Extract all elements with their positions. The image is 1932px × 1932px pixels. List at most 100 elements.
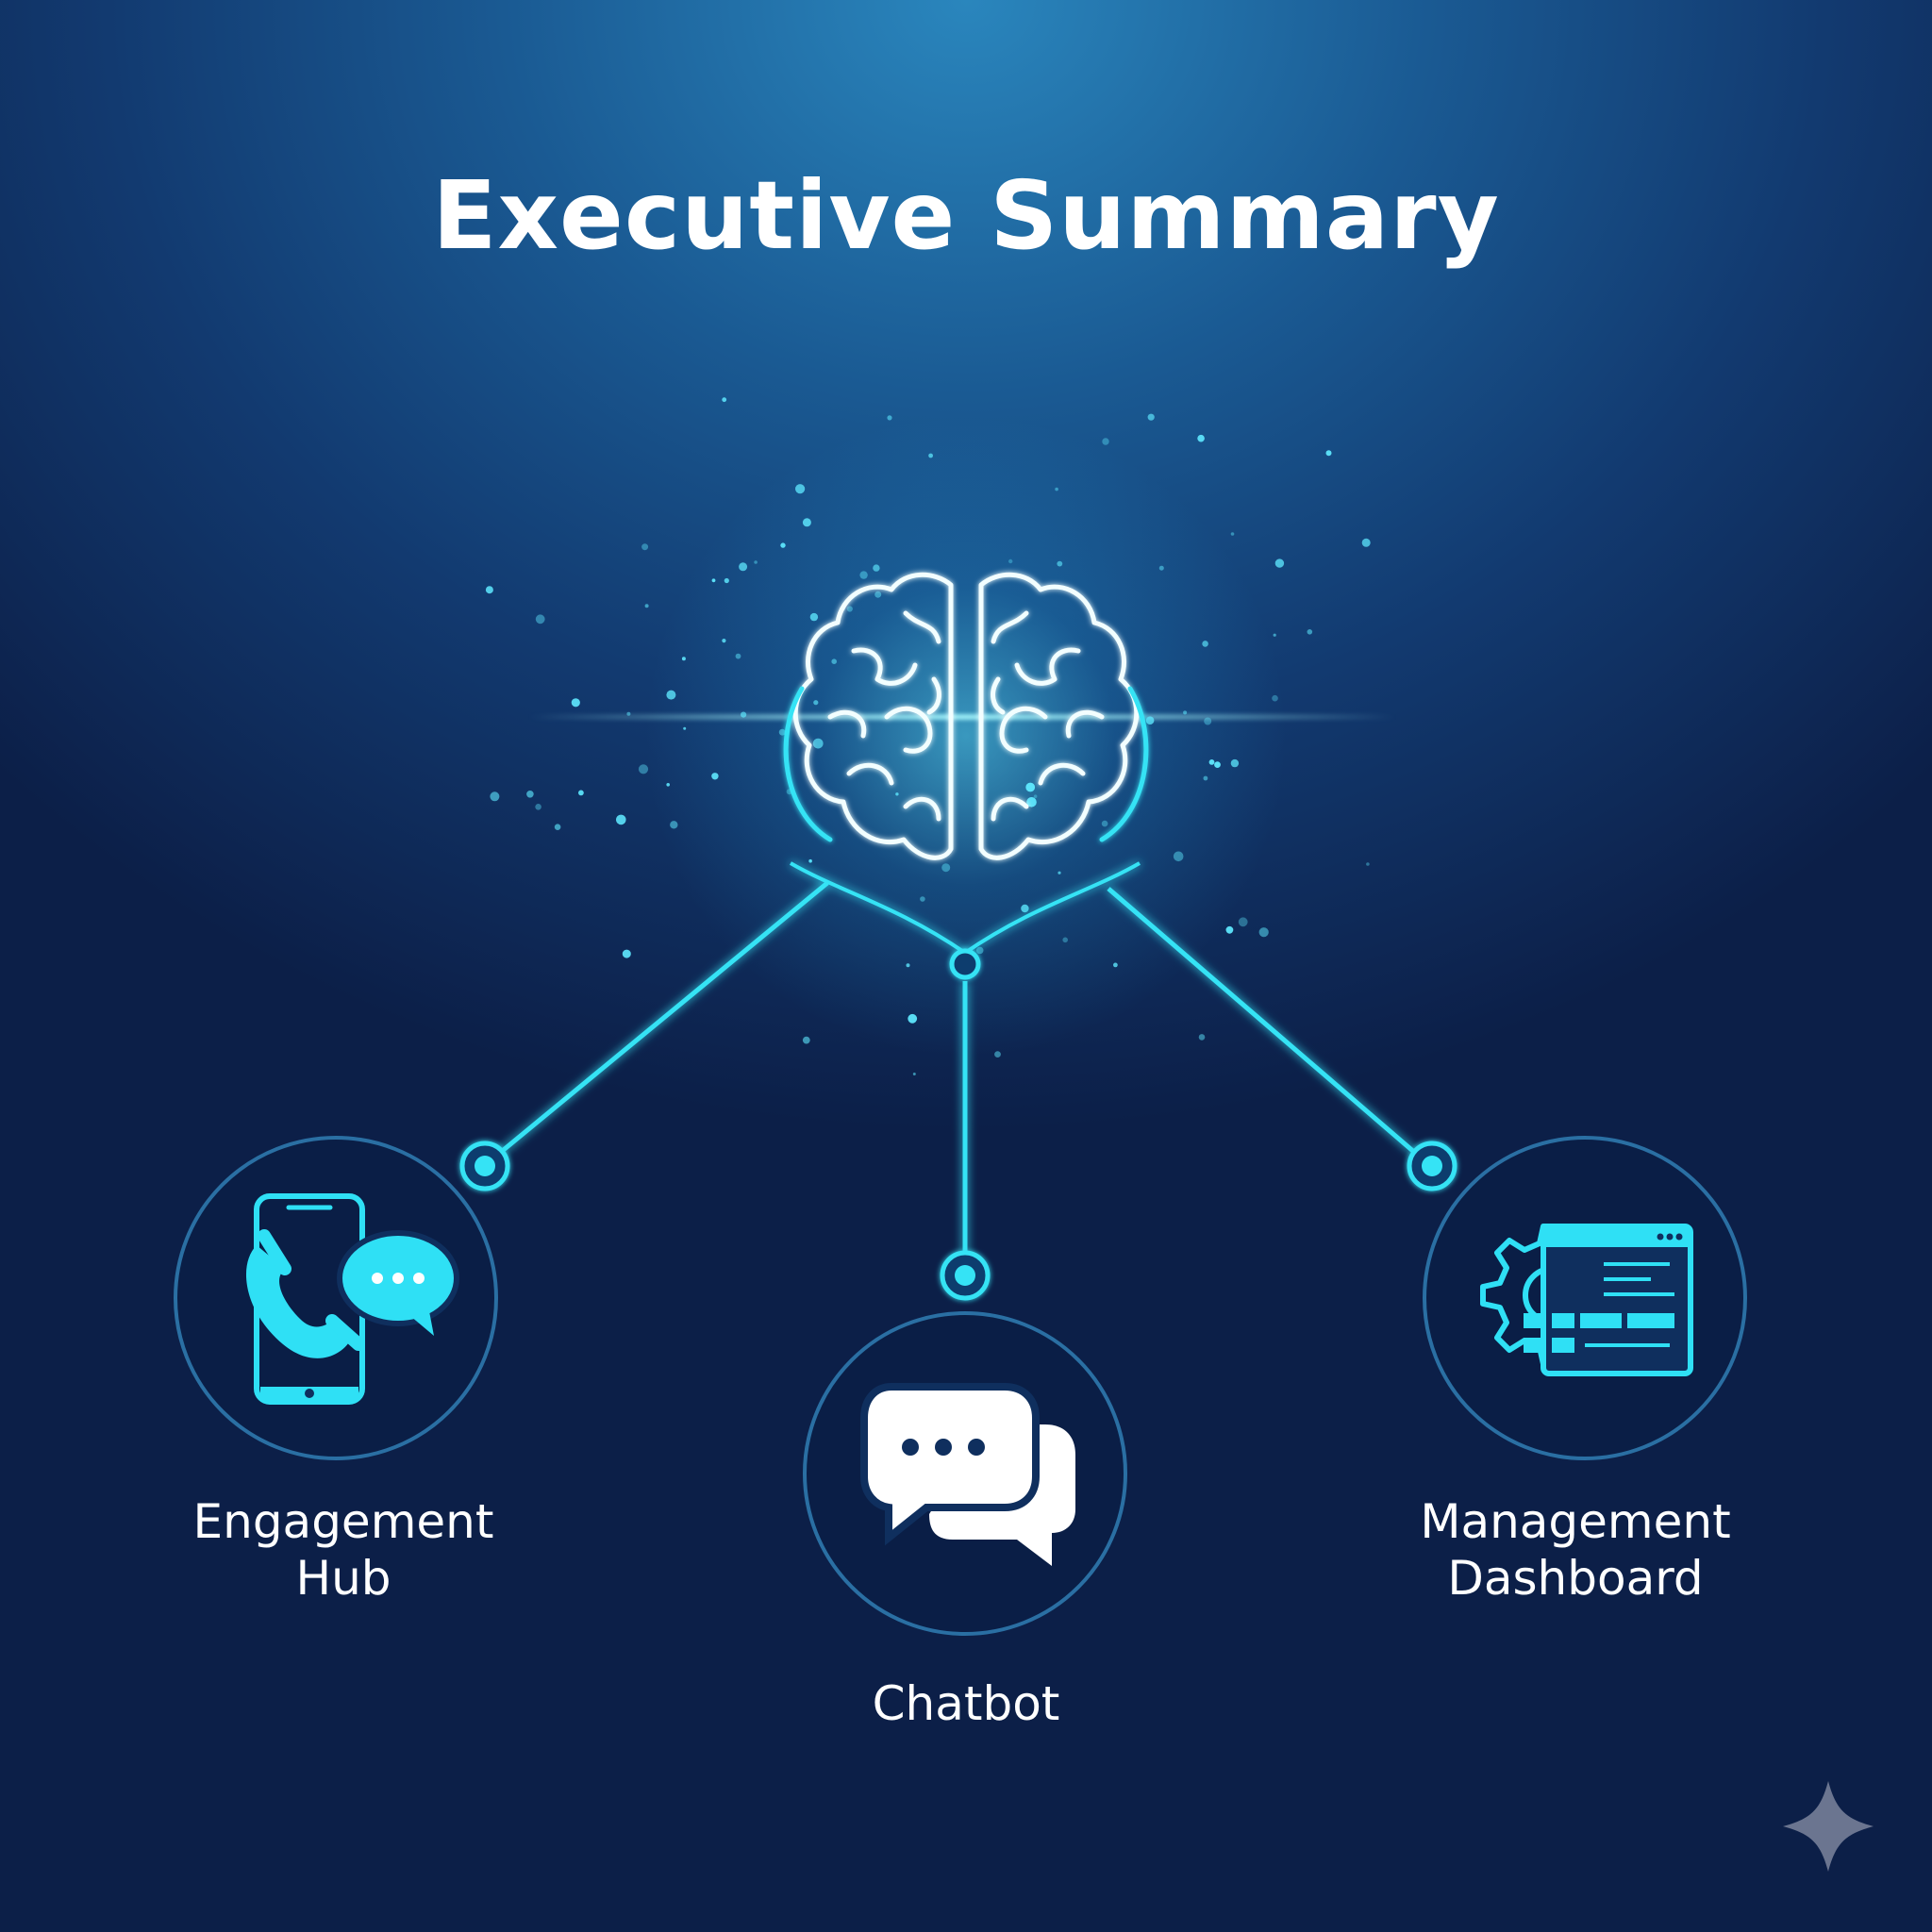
particle [831, 658, 837, 664]
particle [808, 858, 812, 863]
particle [1183, 710, 1188, 715]
particle [1101, 820, 1108, 827]
particle [754, 560, 758, 564]
sparkle-icon [1783, 1781, 1874, 1872]
particle [578, 790, 584, 796]
particle [928, 453, 933, 458]
chat-bubbles-icon [860, 1383, 1075, 1566]
particle [683, 726, 687, 730]
particle [741, 711, 747, 718]
page-title: Executive Summary [432, 160, 1500, 271]
particle [1272, 694, 1278, 702]
particle [638, 764, 649, 774]
particle [1102, 438, 1109, 445]
particle [887, 415, 892, 421]
particle [1361, 538, 1371, 547]
particle [1307, 629, 1313, 635]
gear-dashboard-icon [1480, 1224, 1693, 1376]
particle [535, 804, 541, 810]
management-dashboard-label: Management Dashboard [1420, 1494, 1731, 1606]
particle [906, 963, 910, 968]
particle [859, 571, 868, 579]
particle [778, 728, 786, 736]
particle [802, 518, 811, 527]
particle [1173, 851, 1184, 862]
light-flare [528, 714, 1396, 720]
particle [1058, 871, 1061, 874]
particle [1208, 759, 1215, 765]
chatbot-label: Chatbot [872, 1676, 1060, 1731]
particle [1008, 558, 1013, 564]
particle [846, 606, 853, 612]
particle [724, 577, 729, 584]
particle [641, 543, 649, 551]
particle [802, 1036, 810, 1044]
particle [485, 586, 493, 594]
particle [1021, 904, 1029, 913]
particle [571, 698, 580, 708]
particle [1366, 862, 1370, 866]
particle [1325, 450, 1332, 457]
phone-chat-icon [245, 1193, 459, 1405]
particle [795, 484, 806, 494]
particle [711, 578, 716, 583]
particle [1273, 633, 1276, 637]
connector-lines [498, 861, 1417, 1255]
particle [722, 397, 727, 403]
particle [813, 700, 819, 706]
particle [1025, 782, 1036, 792]
particle [666, 783, 670, 787]
particle [1062, 937, 1068, 943]
particle [1258, 927, 1269, 938]
particle [1238, 917, 1248, 927]
particle [1113, 962, 1118, 968]
particle [1225, 925, 1234, 934]
particle [666, 690, 676, 700]
particle [1230, 758, 1240, 768]
brain-icon [783, 572, 1149, 860]
particle [535, 614, 545, 625]
junction-left-inner [475, 1156, 495, 1176]
particle [1198, 1034, 1206, 1041]
particle [920, 896, 925, 902]
particle [1147, 413, 1155, 421]
junction-center-inner [955, 1265, 975, 1286]
particle [1055, 487, 1058, 491]
particle [1203, 775, 1208, 781]
particle [874, 591, 882, 598]
junction-brain [949, 948, 981, 980]
handset [245, 1245, 351, 1358]
junction-dots [459, 948, 1457, 1301]
particle [912, 1073, 916, 1075]
particle [1197, 434, 1205, 442]
junction-right-inner [1422, 1156, 1442, 1176]
particle [616, 814, 626, 825]
particle [812, 738, 824, 749]
particle [739, 562, 748, 572]
connector-right [1107, 887, 1417, 1155]
particle [735, 653, 741, 659]
particle [1026, 797, 1037, 808]
particle [626, 711, 631, 716]
particle [554, 824, 561, 830]
engagement-hub-label: Engagement Hub [192, 1494, 494, 1606]
particle [895, 792, 899, 796]
particle [711, 773, 719, 780]
particle [1204, 717, 1212, 725]
particle [644, 604, 649, 608]
particle [908, 1013, 918, 1024]
particle [975, 946, 984, 955]
particle [722, 639, 726, 643]
connector-brain-stem [790, 861, 1141, 956]
particle [809, 612, 819, 622]
particle [1145, 716, 1155, 724]
particle [1202, 641, 1208, 647]
particle [681, 657, 686, 661]
particle [873, 564, 880, 572]
particle [1230, 532, 1235, 536]
particle [526, 791, 534, 798]
particle [1033, 794, 1038, 798]
particle [670, 821, 678, 829]
particle [490, 791, 500, 802]
